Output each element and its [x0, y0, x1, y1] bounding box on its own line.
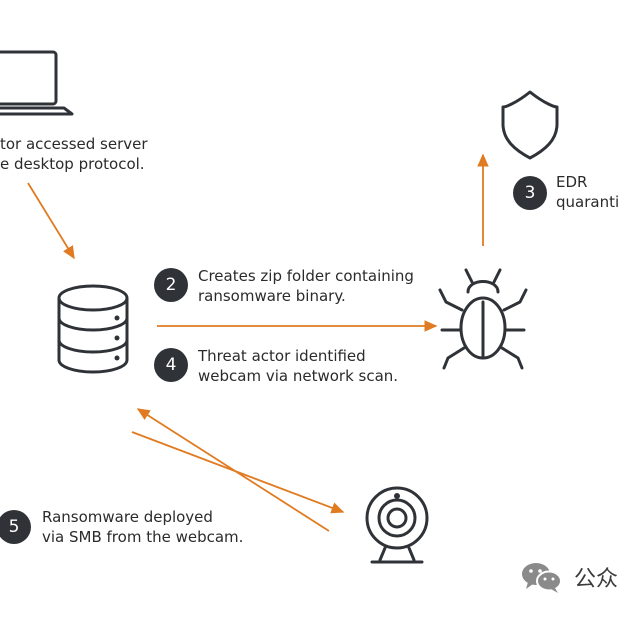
- step2-line2: ransomware binary.: [198, 287, 346, 305]
- step4-text: Threat actor identified webcam via netwo…: [198, 346, 398, 386]
- step3-line1: EDR: [556, 173, 588, 191]
- step5-line1: Ransomware deployed: [42, 508, 213, 526]
- step5-line2: via SMB from the webcam.: [42, 528, 244, 546]
- bug-icon: [438, 268, 528, 370]
- step3-badge: 3: [513, 176, 547, 210]
- step2-text: Creates zip folder containing ransomware…: [198, 266, 414, 306]
- watermark-text: 公众: [574, 567, 619, 592]
- laptop-icon: [0, 50, 74, 116]
- step4-line1: Threat actor identified: [198, 347, 366, 365]
- arrow-webcam-to-server: [136, 408, 330, 532]
- step1-text: tor accessed server e desktop protocol.: [0, 134, 148, 174]
- step1-line2: e desktop protocol.: [0, 155, 145, 173]
- step5-badge: 5: [0, 510, 31, 544]
- step3-text: EDR quaranti: [556, 172, 619, 212]
- step5-text: Ransomware deployed via SMB from the web…: [42, 507, 243, 547]
- wechat-icon: [522, 563, 562, 593]
- database-server-icon: [57, 284, 129, 374]
- step1-line1: tor accessed server: [0, 135, 148, 153]
- arrow-attacker-to-server: [27, 182, 75, 260]
- webcam-icon: [365, 486, 429, 564]
- watermark: 公众: [520, 560, 618, 594]
- shield-icon: [501, 90, 559, 160]
- step3-line2: quaranti: [556, 193, 620, 211]
- step2-badge: 2: [154, 268, 188, 302]
- step4-line2: webcam via network scan.: [198, 367, 399, 385]
- step2-line1: Creates zip folder containing: [198, 267, 414, 285]
- step4-badge: 4: [154, 348, 188, 382]
